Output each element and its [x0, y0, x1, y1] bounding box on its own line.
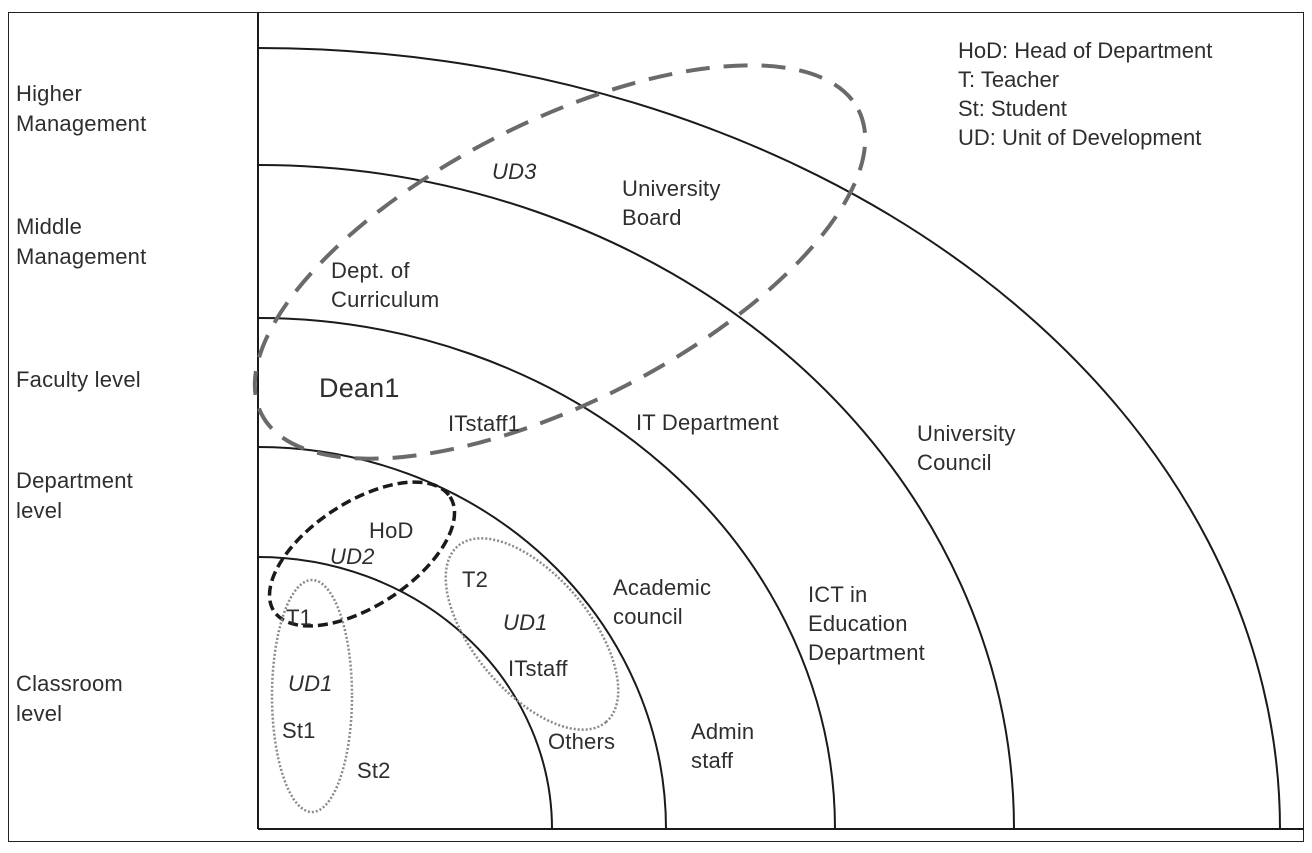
university-council-label: University Council: [917, 419, 1016, 477]
level-label-department: Department level: [16, 466, 133, 526]
label-line: staff: [691, 748, 734, 773]
st2-label: St2: [357, 758, 391, 783]
level-label-faculty: Faculty level: [16, 365, 141, 395]
arc-middle-management: [257, 164, 1015, 830]
ud1-left-boundary: [270, 578, 354, 814]
label-line: University: [917, 421, 1016, 446]
admin-staff-label: Admin staff: [691, 717, 754, 775]
label-line: Department: [808, 640, 925, 665]
level-label-line: Department: [16, 468, 133, 493]
ud3-boundary: [252, 63, 868, 461]
label-line: Curriculum: [331, 287, 440, 312]
ict-education-department-label: ICT in Education Department: [808, 580, 925, 667]
university-board-label: University Board: [622, 174, 721, 232]
legend-item-hod: HoD: Head of Department: [958, 38, 1213, 63]
arc-faculty-level: [257, 317, 836, 830]
label-line: Education: [808, 611, 908, 636]
level-label-line: Classroom: [16, 671, 123, 696]
level-label-middle-management: Middle Management: [16, 212, 146, 272]
label-line: University: [622, 176, 721, 201]
legend: HoD: Head of Department T: Teacher St: S…: [958, 36, 1212, 152]
label-line: Council: [917, 450, 992, 475]
ud3-label: UD3: [492, 159, 537, 184]
dean1-label: Dean1: [319, 373, 400, 403]
level-label-classroom: Classroom level: [16, 669, 123, 729]
arc-department-level: [257, 446, 667, 830]
t2-label: T2: [462, 567, 489, 592]
ud1-left-label: UD1: [288, 671, 333, 696]
ud2-label: UD2: [330, 544, 375, 569]
others-label: Others: [548, 729, 616, 754]
hod-label: HoD: [369, 518, 414, 543]
st1-label: St1: [282, 718, 316, 743]
label-line: ICT in: [808, 582, 868, 607]
label-line: Academic: [613, 575, 712, 600]
level-label-line: Higher: [16, 81, 83, 106]
label-line: Admin: [691, 719, 755, 744]
arc-higher-management: [257, 47, 1281, 830]
legend-item-ud: UD: Unit of Development: [958, 125, 1202, 150]
itstaff1-label: ITstaff1: [448, 411, 521, 436]
level-label-line: Faculty level: [16, 367, 141, 392]
academic-council-label: Academic council: [613, 573, 711, 631]
it-department-label: IT Department: [636, 410, 779, 435]
level-label-higher-management: Higher Management: [16, 79, 146, 139]
dept-curriculum-label: Dept. of Curriculum: [331, 256, 439, 314]
legend-item-teacher: T: Teacher: [958, 67, 1060, 92]
level-label-line: Management: [16, 111, 147, 136]
level-label-line: Middle: [16, 214, 83, 239]
label-line: council: [613, 604, 683, 629]
t1-label: T1: [286, 605, 313, 630]
ud2-boundary: [267, 480, 457, 628]
arc-classroom-level: [257, 556, 553, 830]
level-label-line: Management: [16, 244, 147, 269]
level-label-line: level: [16, 701, 63, 726]
diagram-frame: [8, 12, 1304, 842]
legend-item-student: St: Student: [958, 96, 1067, 121]
ud1-right-label: UD1: [503, 610, 548, 635]
level-label-line: level: [16, 498, 63, 523]
itstaff-label: ITstaff: [508, 656, 568, 681]
label-line: Board: [622, 205, 682, 230]
label-line: Dept. of: [331, 258, 410, 283]
ud1-right-boundary: [444, 537, 620, 731]
